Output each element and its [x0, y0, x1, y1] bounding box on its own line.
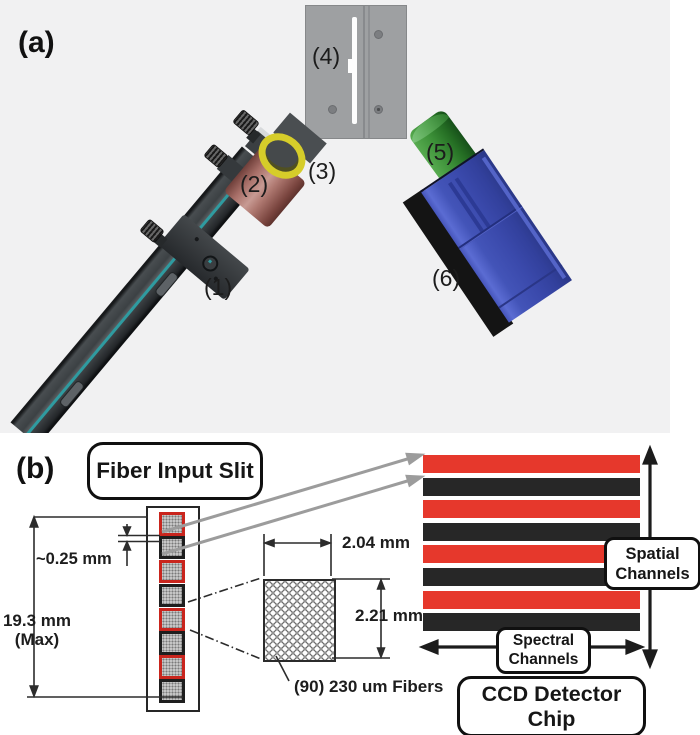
fiber-block-red [159, 607, 185, 632]
spatial-channels-box: Spatial Channels [604, 537, 700, 590]
slit-squares [159, 512, 186, 703]
spatial-line1: Spatial [625, 544, 680, 563]
fiber-block-black [159, 583, 185, 608]
tube-slot [58, 379, 86, 409]
part-label-1: (1) [204, 274, 233, 300]
ccd-stripes [423, 455, 640, 636]
fiber-input-slit-title: Fiber Input Slit [87, 442, 263, 500]
fiber-block-black [159, 679, 185, 703]
spectral-channels-box: Spectral Channels [496, 627, 591, 674]
plate-seam [363, 6, 365, 138]
ccd-stripe-red [423, 590, 640, 609]
ccd-stripe-red [423, 545, 640, 564]
part-label-2: (2) [240, 171, 269, 197]
ccd-detector-chip-box: CCD Detector Chip [457, 676, 646, 735]
fiber-block-red [159, 655, 185, 679]
dim-height: 19.3 mm [2, 611, 72, 630]
screw-dot [193, 236, 200, 242]
fiber-block-black [159, 631, 185, 655]
panel-b-label: (b) [16, 452, 55, 485]
spectral-line2: Channels [508, 650, 579, 668]
plate-hole [328, 105, 337, 114]
slit-plate [305, 5, 407, 139]
ccd-stripe-black [423, 477, 640, 496]
fiber-block-red [159, 512, 185, 536]
fiber-block-red [159, 559, 185, 584]
part-label-5: (5) [426, 139, 455, 165]
fiber-block-black [159, 535, 185, 560]
plate-seam [368, 6, 370, 138]
part-label-3: (3) [308, 158, 337, 184]
ccd-stripe-red [423, 500, 640, 519]
panel-a-label: (a) [18, 26, 55, 59]
spectral-line1: Spectral [512, 632, 575, 649]
part-label-6: (6) [432, 265, 461, 291]
ccd-stripe-black [423, 522, 640, 541]
plate-hole [374, 30, 383, 39]
dim-gap: ~0.25 mm [36, 550, 112, 568]
panel-a: (a) [0, 0, 670, 433]
plate-screw [374, 105, 383, 114]
body-seam [498, 264, 563, 309]
dim-width: 2.04 mm [342, 533, 411, 552]
ccd-detector-chip-text: CCD Detector Chip [481, 681, 622, 731]
fibers-note: (90) 230 um Fibers [294, 677, 444, 696]
dim-height-note: (Max) [14, 630, 60, 649]
fiber-input-slit-text: Fiber Input Slit [96, 458, 254, 483]
plate-slit-notch [348, 59, 353, 73]
fiber-bundle-zoom [263, 579, 336, 662]
ccd-stripe-black [423, 567, 640, 586]
body-rim-highlight [481, 156, 567, 280]
plate-slit [352, 17, 357, 124]
part-label-4: (4) [312, 43, 341, 69]
spatial-line2: Channels [615, 564, 690, 583]
dim-block-height: 2.21 mm [355, 606, 424, 625]
ccd-stripe-red [423, 455, 640, 473]
ccd-stripe-black [423, 613, 640, 632]
